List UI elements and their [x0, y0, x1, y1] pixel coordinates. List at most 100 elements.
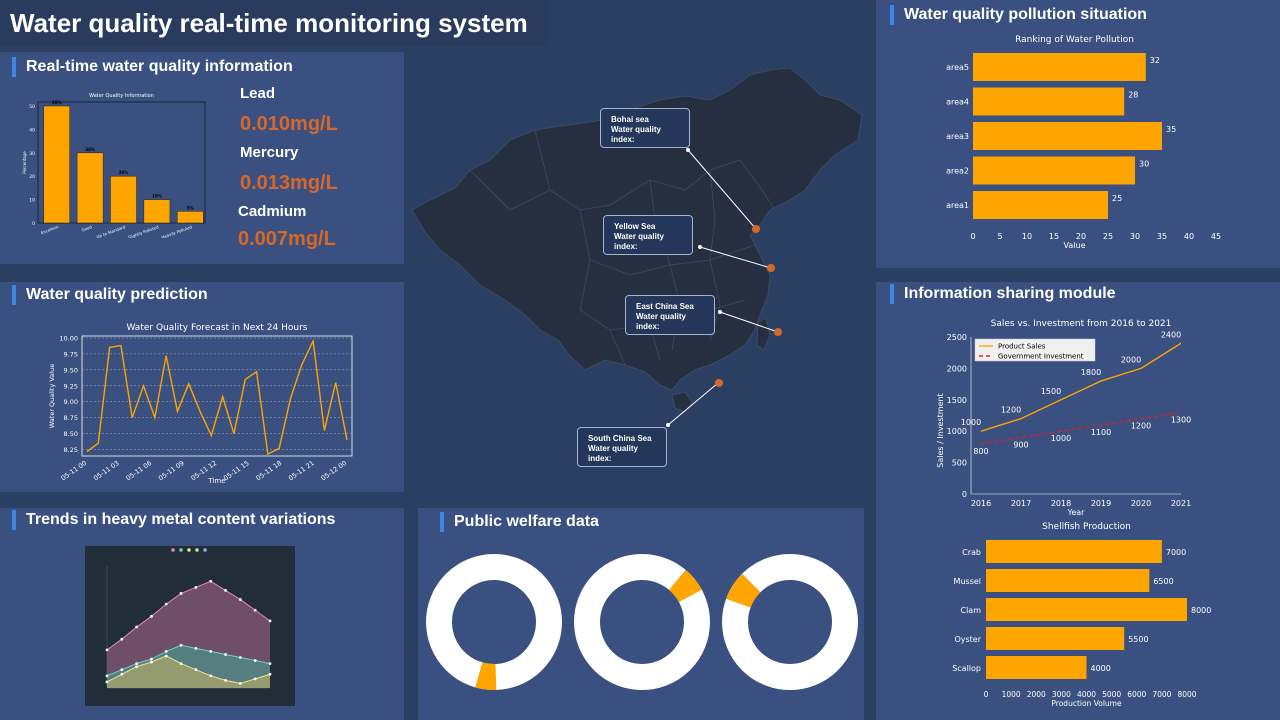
- series-point: [135, 662, 139, 665]
- y-tick-label: Mussel: [954, 577, 981, 586]
- series-point: [268, 662, 272, 665]
- series-point: [179, 592, 183, 595]
- callout-yellow-sea[interactable]: Yellow Sea Water quality index:: [603, 215, 693, 255]
- section-title-pollution: Water quality pollution situation: [890, 5, 1147, 25]
- series-point: [150, 660, 153, 664]
- cadmium-value: 0.007mg/L: [238, 228, 336, 250]
- x-tick-label: 3000: [1052, 690, 1071, 699]
- legend-label: Product Sales: [998, 343, 1046, 351]
- bar-data-label: 10%: [152, 194, 162, 199]
- data-label: 2400: [1161, 330, 1181, 339]
- series-point: [253, 608, 257, 612]
- section-title-prediction: Water quality prediction: [12, 285, 208, 305]
- series-point: [164, 650, 168, 653]
- series-point: [209, 674, 213, 678]
- x-tick-label: 5: [997, 232, 1002, 241]
- east-china-sea-marker[interactable]: [774, 328, 782, 336]
- area-series-2: [107, 655, 270, 688]
- y-tick-label: 2500: [947, 333, 967, 342]
- bar-area4: [973, 87, 1125, 116]
- data-label: 1100: [1091, 428, 1111, 437]
- lead-value: 0.010mg/L: [240, 113, 338, 135]
- series-point: [105, 674, 109, 678]
- south-china-sea-marker[interactable]: [715, 379, 723, 387]
- x-tick-label: 2017: [1011, 499, 1031, 508]
- callout-east-china-sea[interactable]: East China Sea Water quality index:: [625, 295, 715, 335]
- x-tick-label: 2020: [1131, 499, 1151, 508]
- x-tick-label: 4000: [1077, 690, 1096, 699]
- donut-slice: [475, 662, 497, 690]
- bar-data-label: 7000: [1166, 548, 1186, 557]
- hainan-island[interactable]: [671, 391, 693, 413]
- data-label: 800: [973, 447, 988, 456]
- y-tick-label: 10.00: [59, 334, 78, 342]
- x-tick-label: 5000: [1102, 690, 1121, 699]
- x-tick-label: 2021: [1171, 499, 1191, 508]
- line-series-1: [106, 644, 271, 677]
- donut-ring: [574, 554, 710, 690]
- y-tick-label: 9.75: [64, 350, 78, 358]
- ranking-chart: Ranking of Water Pollutionarea532area428…: [946, 35, 1221, 250]
- callout-south-china-sea[interactable]: South China Sea Water quality index:: [577, 427, 667, 467]
- series-point: [224, 589, 227, 592]
- legend-dot: [195, 548, 199, 552]
- y-tick-label: 1000: [947, 427, 967, 436]
- x-tick-label: 2000: [1027, 690, 1046, 699]
- series-point: [268, 672, 272, 676]
- series-line-1: [980, 411, 1182, 445]
- chart-title: Sales vs. Investment from 2016 to 2021: [991, 319, 1172, 329]
- bohai-marker[interactable]: [752, 225, 760, 233]
- section-title-realtime: Real-time water quality information: [12, 57, 293, 77]
- y-tick-label: area2: [946, 167, 969, 176]
- lead-label: Lead: [240, 85, 276, 102]
- y-tick-label: area4: [946, 98, 969, 107]
- series-line-0: [980, 342, 1182, 432]
- x-tick-label: 1000: [1002, 690, 1021, 699]
- series-point: [194, 585, 198, 589]
- series-point: [238, 598, 242, 601]
- welfare-donuts: [426, 554, 858, 690]
- series-point: [238, 682, 242, 685]
- series-point: [238, 656, 242, 659]
- x-axis-label: Time: [207, 477, 225, 485]
- callout-bohai[interactable]: Bohai sea Water quality index:: [600, 108, 690, 148]
- bar-clam: [986, 598, 1187, 621]
- chart-title: Ranking of Water Pollution: [1015, 35, 1134, 45]
- bar-crab: [986, 540, 1162, 563]
- x-tick-label: 0: [984, 690, 989, 699]
- bar-excellent: [43, 105, 70, 224]
- y-tick-label: 2000: [947, 364, 967, 373]
- x-tick-label: 6000: [1127, 690, 1146, 699]
- x-tick-label: Excellent: [40, 224, 59, 235]
- series-point: [150, 614, 153, 618]
- data-label: 1000: [961, 418, 981, 427]
- data-label: 1200: [1131, 422, 1151, 431]
- forecast-chart: Water Quality Forecast in Next 24 Hours8…: [48, 323, 353, 485]
- series-point: [164, 654, 168, 658]
- bar-data-label: 8000: [1191, 606, 1211, 615]
- series-point: [194, 668, 198, 672]
- bar-data-label: 5500: [1128, 635, 1148, 644]
- x-tick-label: 35: [1157, 232, 1167, 241]
- y-tick-label: Crab: [962, 548, 981, 557]
- y-tick-label: 8.50: [64, 430, 78, 438]
- series-point: [179, 662, 183, 665]
- section-title-sharing: Information sharing module: [890, 284, 1116, 304]
- x-tick-label: 10: [1022, 232, 1032, 241]
- y-tick-label: 0: [962, 490, 967, 499]
- x-tick-label: 2016: [971, 499, 991, 508]
- series-point: [150, 657, 153, 661]
- y-tick-label: area1: [946, 201, 969, 210]
- yellow-sea-marker[interactable]: [767, 264, 775, 272]
- bar-data-label: 4000: [1091, 664, 1111, 673]
- section-title-welfare: Public welfare data: [440, 512, 599, 532]
- x-tick-label: 15: [1049, 232, 1059, 241]
- bar-area3: [973, 122, 1162, 150]
- data-label: 1300: [1171, 415, 1191, 424]
- bar-area5: [973, 53, 1146, 81]
- data-label: 2000: [1121, 355, 1141, 364]
- bar-area1: [973, 191, 1108, 219]
- series-point: [224, 678, 227, 682]
